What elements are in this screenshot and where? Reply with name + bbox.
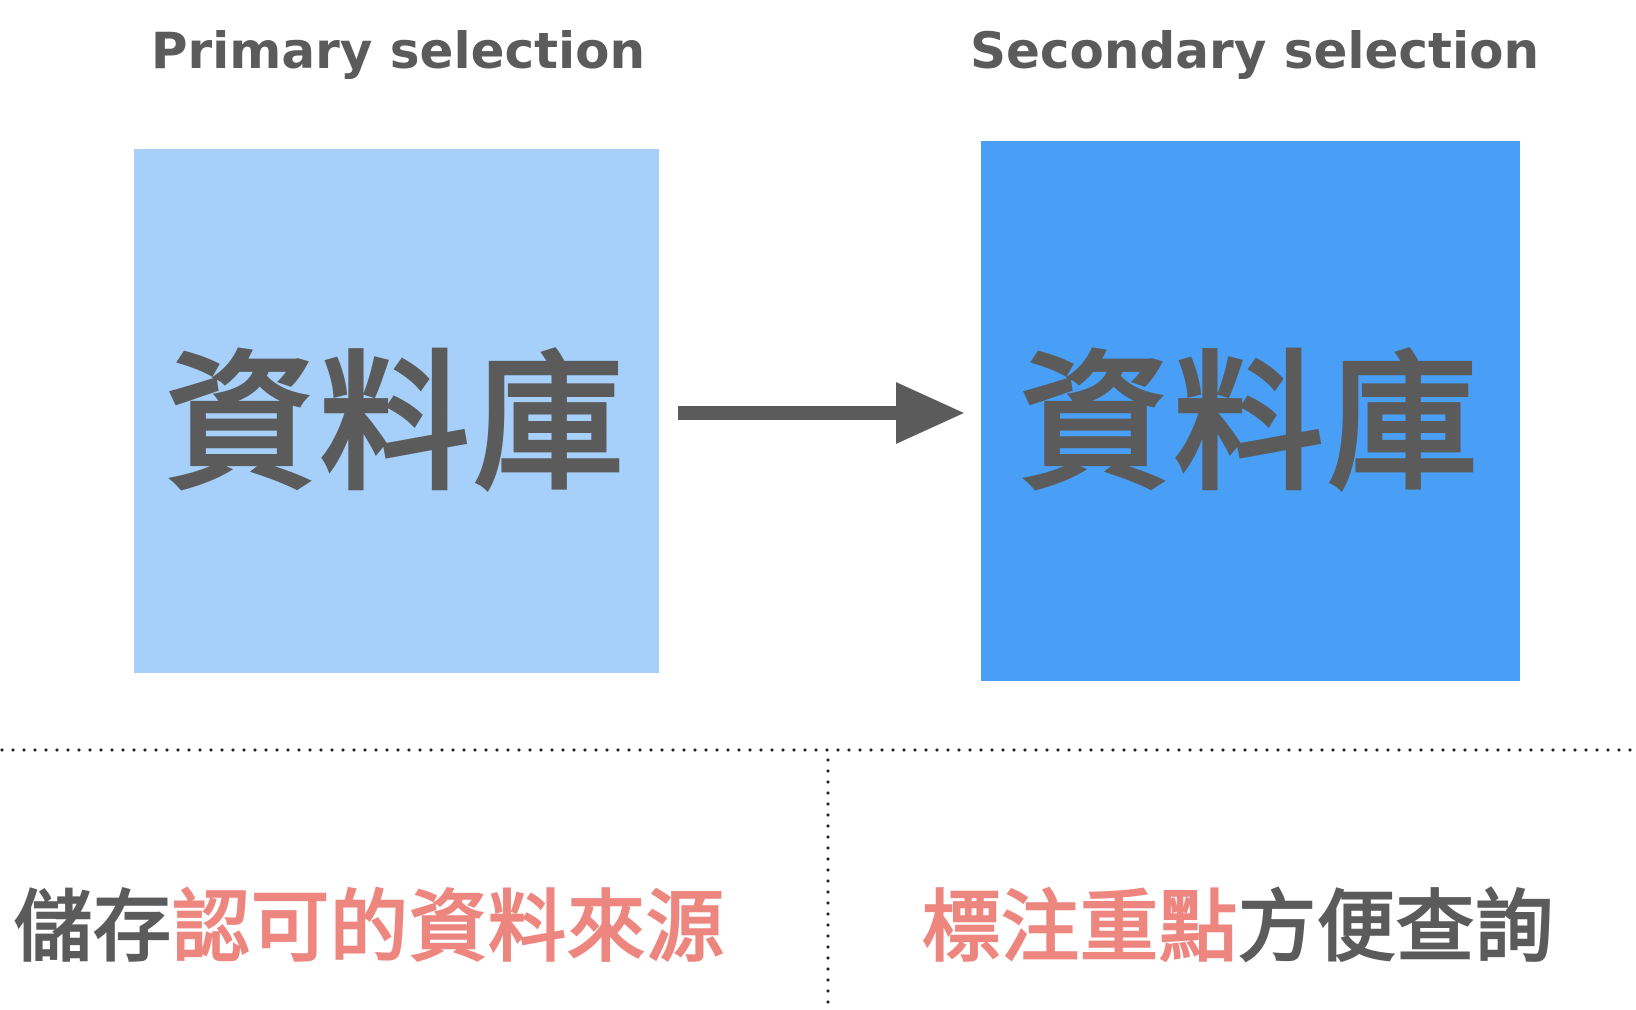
arrow-shaft <box>678 406 898 420</box>
primary-caption: 儲存認可的資料來源 <box>14 878 784 978</box>
primary-caption-plain: 儲存 <box>14 883 173 973</box>
arrow-head <box>896 382 964 444</box>
flow-arrow-icon <box>678 382 964 444</box>
secondary-caption: 標注重點方便查詢 <box>922 878 1636 978</box>
horizontal-dotted-divider <box>0 748 1636 752</box>
primary-selection-heading: Primary selection <box>150 22 646 80</box>
secondary-selection-heading: Secondary selection <box>970 22 1540 80</box>
secondary-caption-highlight: 標注重點 <box>922 883 1239 973</box>
primary-database-box: 資料庫 <box>134 149 659 673</box>
primary-caption-highlight: 認可的資料來源 <box>172 883 726 973</box>
secondary-caption-plain: 方便查詢 <box>1238 883 1555 973</box>
primary-database-label: 資料庫 <box>165 337 628 512</box>
secondary-database-label: 資料庫 <box>1019 337 1482 512</box>
secondary-database-box: 資料庫 <box>981 141 1520 681</box>
vertical-dotted-divider <box>826 758 830 1010</box>
